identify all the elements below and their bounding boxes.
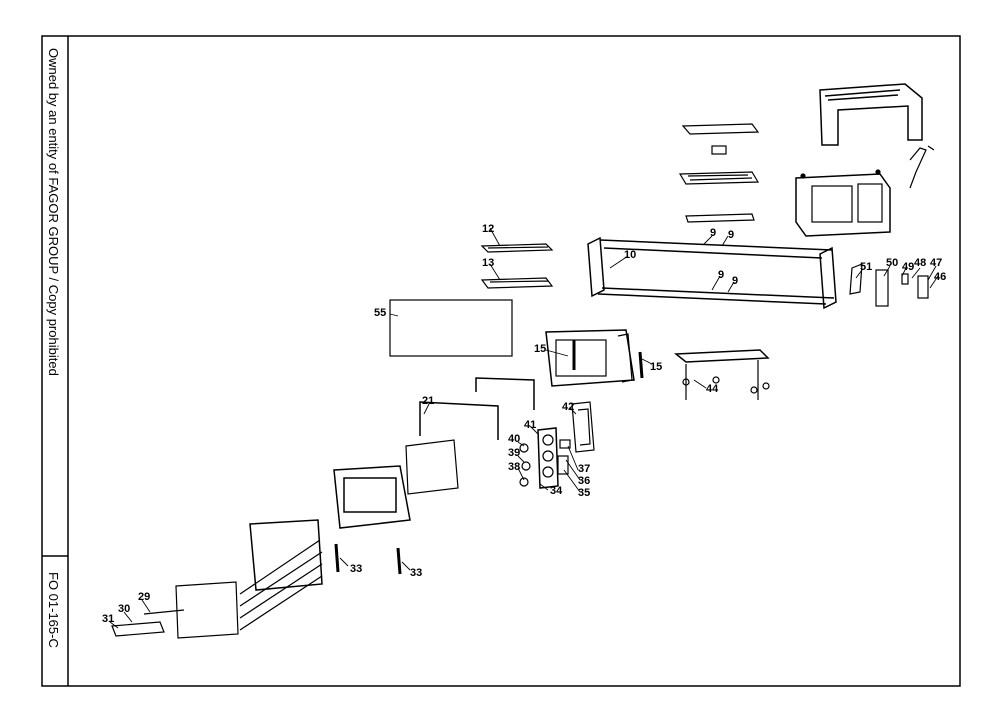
door-rods [239,539,323,631]
power-cable [909,145,935,189]
outer-door-frame [249,519,323,591]
callout-9d: 9 [732,275,738,287]
control-switch-block [875,269,889,307]
callout-12: 12 [482,223,494,235]
inner-panel [545,329,635,387]
callout-labels: 12 13 10 9 9 9 9 55 15 15 21 41 42 40 39… [102,223,946,625]
callout-51: 51 [860,261,872,273]
door-handle [111,609,185,637]
oven-door [333,465,411,529]
body-frame [587,236,837,310]
drawing-code: FO 01-165-C [46,572,61,648]
callout-41: 41 [524,419,536,431]
top-plate [681,123,760,135]
callout-50: 50 [886,257,898,269]
outer-glass [175,581,239,639]
callout-36: 36 [578,475,590,487]
callout-44: 44 [706,383,719,395]
callout-37: 37 [578,463,590,475]
door-hinge-right [396,547,402,575]
side-trim [571,401,595,453]
ownership-note: Owned by an entity of FAGOR GROUP / Copy… [46,48,61,376]
baking-tray [480,277,554,289]
callout-40: 40 [508,433,520,445]
side-rod [638,351,644,379]
callout-33a: 33 [350,563,362,575]
callout-9c: 9 [718,269,724,281]
accessory-box [389,299,513,357]
control-cover [849,263,863,295]
callout-13: 13 [482,257,494,269]
callout-47: 47 [930,257,942,269]
callout-9a: 9 [710,227,716,239]
callout-49: 49 [902,261,914,273]
callout-30: 30 [118,603,130,615]
wire-rack [480,243,554,253]
heat-deflector [685,213,755,223]
upper-grill-element [678,171,760,185]
callout-9b: 9 [728,229,734,241]
inner-glass [405,439,459,495]
callout-38: 38 [508,461,520,473]
callout-29: 29 [138,591,150,603]
callout-31: 31 [102,613,114,625]
callout-46: 46 [934,271,946,283]
thermostat-module [917,275,929,299]
back-panel [795,169,891,237]
callout-10: 10 [624,249,636,261]
heating-element [419,377,535,440]
callout-34: 34 [550,485,563,497]
drawing-border [41,35,961,687]
callout-48: 48 [914,257,926,269]
callout-55: 55 [374,307,386,319]
door-hinge-left [334,543,340,573]
callout-15b: 15 [650,361,662,373]
base-plate [673,349,770,400]
outer-casing [819,83,923,146]
control-panel [519,427,571,489]
callout-21: 21 [422,395,434,407]
callout-42: 42 [562,401,574,413]
leader-lines [109,227,939,629]
callout-39: 39 [508,447,520,459]
callout-33b: 33 [410,567,422,579]
top-bracket [711,145,727,155]
timer-module [901,273,909,285]
callout-15a: 15 [534,343,546,355]
callout-35: 35 [578,487,590,499]
